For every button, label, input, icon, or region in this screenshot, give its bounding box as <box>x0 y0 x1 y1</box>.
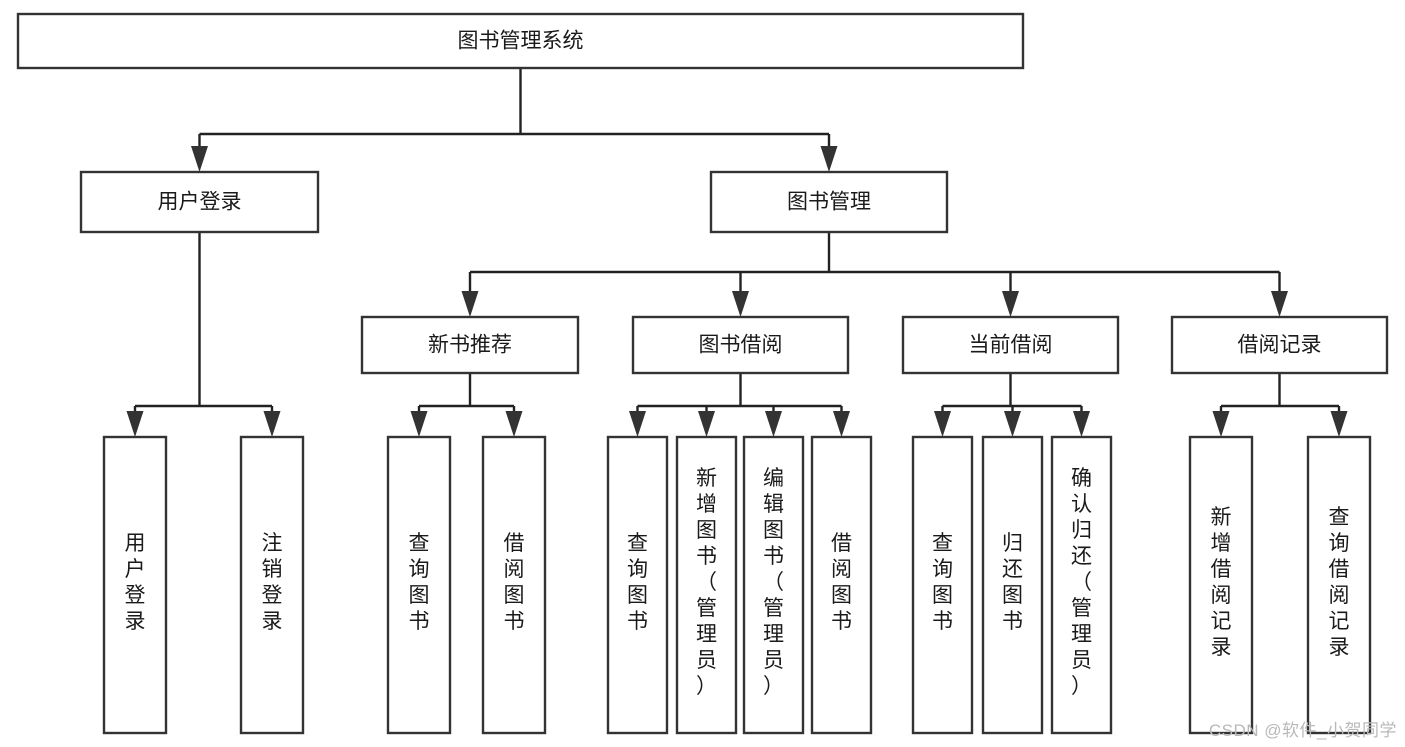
node-label: 查询图书 <box>932 532 953 633</box>
node-label: 用户登录 <box>125 532 146 633</box>
node-leaf-borrow-edit-book[interactable]: 编辑图书（管理员） <box>742 435 805 735</box>
node-box <box>675 435 738 735</box>
arrow-head-icon <box>1271 291 1288 317</box>
node-leaf-record-add[interactable]: 新增借阅记录 <box>1188 435 1254 735</box>
arrow-head-icon <box>1330 411 1348 437</box>
node-label: 用户登录 <box>158 191 242 214</box>
node-label: 新增图书（管理员） <box>696 467 717 698</box>
node-current-borrow[interactable]: 当前借阅 <box>901 315 1120 375</box>
node-leaf-borrow-add-book[interactable]: 新增图书（管理员） <box>675 435 738 735</box>
node-box <box>911 435 974 735</box>
node-leaf-user-login[interactable]: 用户登录 <box>102 435 168 735</box>
arrow-head-icon <box>410 411 428 437</box>
node-label: 查询借阅记录 <box>1329 506 1350 659</box>
arrow-head-icon <box>934 411 951 437</box>
node-label: 借阅图书 <box>831 532 852 633</box>
node-new-book-rec[interactable]: 新书推荐 <box>360 315 580 375</box>
node-leaf-record-query[interactable]: 查询借阅记录 <box>1306 435 1372 735</box>
arrow-head-icon <box>698 411 715 437</box>
node-box <box>360 315 580 375</box>
node-leaf-borrow-query-book[interactable]: 查询图书 <box>606 435 669 735</box>
node-box <box>981 435 1044 735</box>
node-box <box>1306 435 1372 735</box>
node-leaf-rec-query-book[interactable]: 查询图书 <box>386 435 452 735</box>
connector-layer <box>126 68 1348 437</box>
node-label: 注销登录 <box>262 532 283 633</box>
arrow-head-icon <box>1004 411 1021 437</box>
node-label: 查询图书 <box>409 532 430 633</box>
watermark-text: CSDN @软件_小贺同学 <box>1208 721 1397 740</box>
node-label: 图书借阅 <box>699 334 783 357</box>
arrow-head-icon <box>833 411 850 437</box>
node-label: 当前借阅 <box>969 334 1053 357</box>
node-leaf-current-return-book[interactable]: 归还图书 <box>981 435 1044 735</box>
node-box <box>1188 435 1254 735</box>
arrow-head-icon <box>461 291 479 317</box>
arrow-head-icon <box>1212 411 1230 437</box>
node-leaf-rec-borrow-book[interactable]: 借阅图书 <box>481 435 547 735</box>
node-box <box>901 315 1120 375</box>
node-box <box>742 435 805 735</box>
node-borrow-record[interactable]: 借阅记录 <box>1170 315 1389 375</box>
node-label: 确认归还（管理员） <box>1071 467 1092 698</box>
node-box <box>481 435 547 735</box>
node-box <box>606 435 669 735</box>
node-leaf-current-confirm-return[interactable]: 确认归还（管理员） <box>1050 435 1113 735</box>
node-label: 图书管理 <box>787 191 871 214</box>
node-user-login[interactable]: 用户登录 <box>79 170 320 234</box>
node-label: 借阅图书 <box>504 532 525 633</box>
arrow-head-icon <box>1002 291 1019 317</box>
arrow-head-icon <box>505 411 523 437</box>
node-book-manage[interactable]: 图书管理 <box>709 170 949 234</box>
node-layer: 图书管理系统用户登录图书管理新书推荐图书借阅当前借阅借阅记录用户登录注销登录查询… <box>16 12 1389 735</box>
node-label: 图书管理系统 <box>458 30 584 53</box>
node-box <box>386 435 452 735</box>
node-root[interactable]: 图书管理系统 <box>16 12 1025 70</box>
arrow-head-icon <box>629 411 646 437</box>
node-label: 借阅记录 <box>1238 334 1322 357</box>
node-box <box>239 435 305 735</box>
arrow-head-icon <box>765 411 782 437</box>
node-box <box>16 12 1025 70</box>
arrow-head-icon <box>263 411 281 437</box>
arrow-head-icon <box>1073 411 1090 437</box>
node-label: 查询图书 <box>627 532 648 633</box>
node-leaf-borrow-borrow-book[interactable]: 借阅图书 <box>810 435 873 735</box>
node-box <box>102 435 168 735</box>
node-box <box>79 170 320 234</box>
arrow-head-icon <box>732 291 749 317</box>
node-box <box>1170 315 1389 375</box>
node-box <box>709 170 949 234</box>
arrow-head-icon <box>191 146 208 172</box>
arrow-head-icon <box>820 146 838 172</box>
node-box <box>631 315 850 375</box>
node-book-borrow[interactable]: 图书借阅 <box>631 315 850 375</box>
node-label: 归还图书 <box>1002 532 1023 633</box>
node-label: 新增借阅记录 <box>1211 506 1232 659</box>
node-leaf-user-logout[interactable]: 注销登录 <box>239 435 305 735</box>
arrow-head-icon <box>126 411 144 437</box>
node-leaf-current-query-book[interactable]: 查询图书 <box>911 435 974 735</box>
node-label: 新书推荐 <box>428 334 512 357</box>
node-box <box>1050 435 1113 735</box>
node-box <box>810 435 873 735</box>
node-label: 编辑图书（管理员） <box>763 467 784 698</box>
